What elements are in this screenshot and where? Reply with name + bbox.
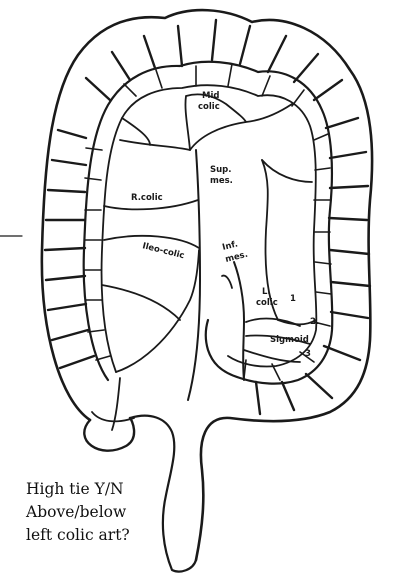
sigmoid-branch-1 — [246, 319, 300, 326]
question-line-3: left colic art? — [26, 524, 196, 547]
superior-mesenteric-artery — [188, 150, 200, 400]
artery-labels: Mid colic Sup. mes. R.colic Ileo-colic I… — [131, 91, 319, 359]
terminal-ileum — [92, 412, 134, 421]
label-mid: Mid — [202, 91, 219, 101]
label-r-colic: R.colic — [131, 193, 163, 203]
ileo-colic-loop — [116, 250, 199, 372]
imv-short-stub — [222, 276, 232, 288]
haustra-descending — [256, 118, 370, 414]
question-line-1: High tie Y/N — [26, 478, 196, 501]
label-colic: colic — [198, 102, 220, 112]
label-branch-1: 1 — [290, 294, 296, 304]
label-ileo-colic: Ileo-colic — [141, 241, 185, 261]
label-branch-3: 3 — [305, 349, 311, 359]
marginal-artery — [102, 85, 317, 372]
haustra-transverse — [86, 20, 342, 100]
label-sigmoid: Sigmoid — [270, 335, 309, 345]
label-branch-2: 2. — [310, 317, 319, 327]
handwritten-question: High tie Y/N Above/below left colic art? — [26, 478, 196, 547]
label-l: L. — [262, 287, 271, 297]
caecum-outline — [84, 418, 134, 451]
right-lower-arcade — [102, 285, 180, 320]
question-line-2: Above/below — [26, 501, 196, 524]
label-inf: Inf. — [221, 239, 239, 252]
label-l-colic: colic — [256, 298, 278, 308]
label-inf-mes: mes. — [224, 250, 249, 265]
mid-colic-loop-left — [120, 118, 190, 150]
label-sup: Sup. — [210, 165, 232, 175]
haustra-ascending — [45, 130, 94, 368]
label-mes: mes. — [210, 176, 233, 186]
